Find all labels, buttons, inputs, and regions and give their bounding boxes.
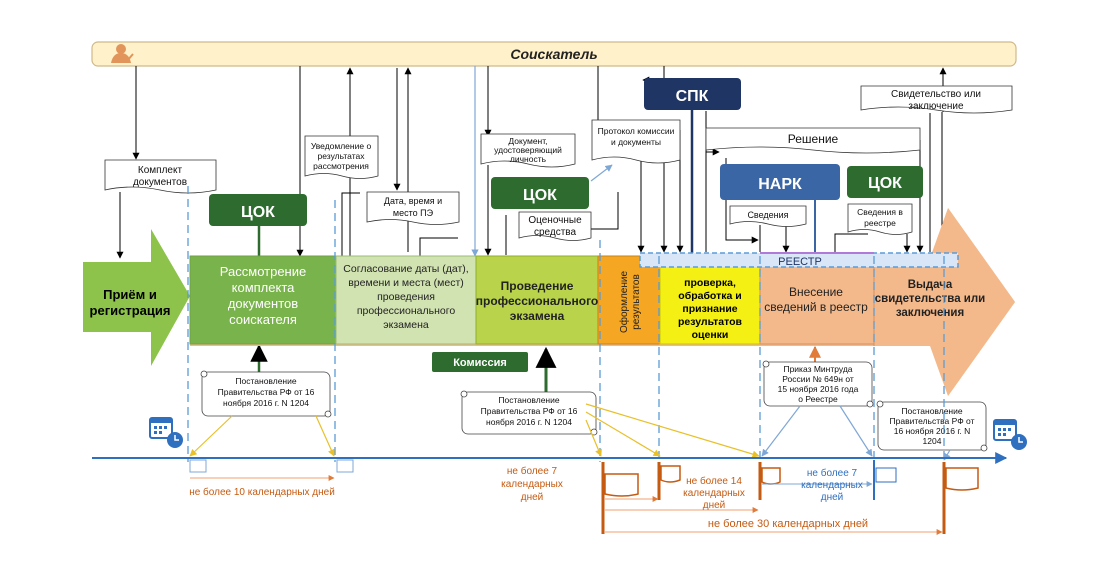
org-commission: Комиссия [432, 352, 528, 372]
flag-blue-2 [336, 459, 354, 473]
svg-text:НАРК: НАРК [758, 176, 802, 193]
flag-orange-4 [942, 462, 979, 534]
stage-arrow-start [83, 229, 190, 366]
deadline-10: не более 10 календарных дней [189, 486, 335, 498]
svg-text:Комиссия: Комиссия [453, 357, 507, 369]
applicant-bar [91, 41, 1017, 67]
registry-label: РЕЕСТР [778, 256, 822, 268]
registry-bar [639, 252, 959, 268]
stage-guides [187, 186, 945, 462]
main-process-arrow [83, 208, 1015, 396]
svg-text:ЦОК: ЦОК [868, 175, 902, 192]
flag-orange-2 [657, 462, 681, 500]
regulation-pointers [189, 403, 760, 458]
org-spk: СПК [644, 78, 741, 110]
svg-text:ЦОК: ЦОК [241, 204, 275, 221]
applicant-icon [111, 44, 134, 63]
org-nark: НАРК [720, 164, 840, 200]
flag-blue-1 [189, 459, 207, 473]
calendar-icon-left [149, 417, 183, 448]
flag-orange-3 [758, 462, 781, 500]
svg-text:Сведения: Сведения [747, 210, 788, 220]
deadline-30: не более 30 календарных дней [708, 518, 868, 530]
stage-agreement-label: Согласование даты (дат),времени и места … [343, 263, 468, 331]
applicant-title: Соискатель [510, 46, 597, 62]
doc-svedeniya: Сведения [729, 205, 807, 227]
org-tsok-1: ЦОК [209, 194, 307, 226]
org-tsok-2: ЦОК [491, 177, 589, 209]
flag-orange-1 [601, 462, 639, 534]
svg-text:ЦОК: ЦОК [523, 187, 557, 204]
svg-text:Решение: Решение [788, 132, 839, 146]
stage-formalize-label: Оформлениерезультатов [618, 271, 642, 334]
org-tsok-3: ЦОК [847, 166, 923, 198]
flag-blue-3 [873, 460, 897, 500]
doc-reshenie: Решение [705, 127, 921, 154]
svg-text:СПК: СПК [676, 88, 709, 105]
calendar-icon-right [993, 419, 1027, 450]
